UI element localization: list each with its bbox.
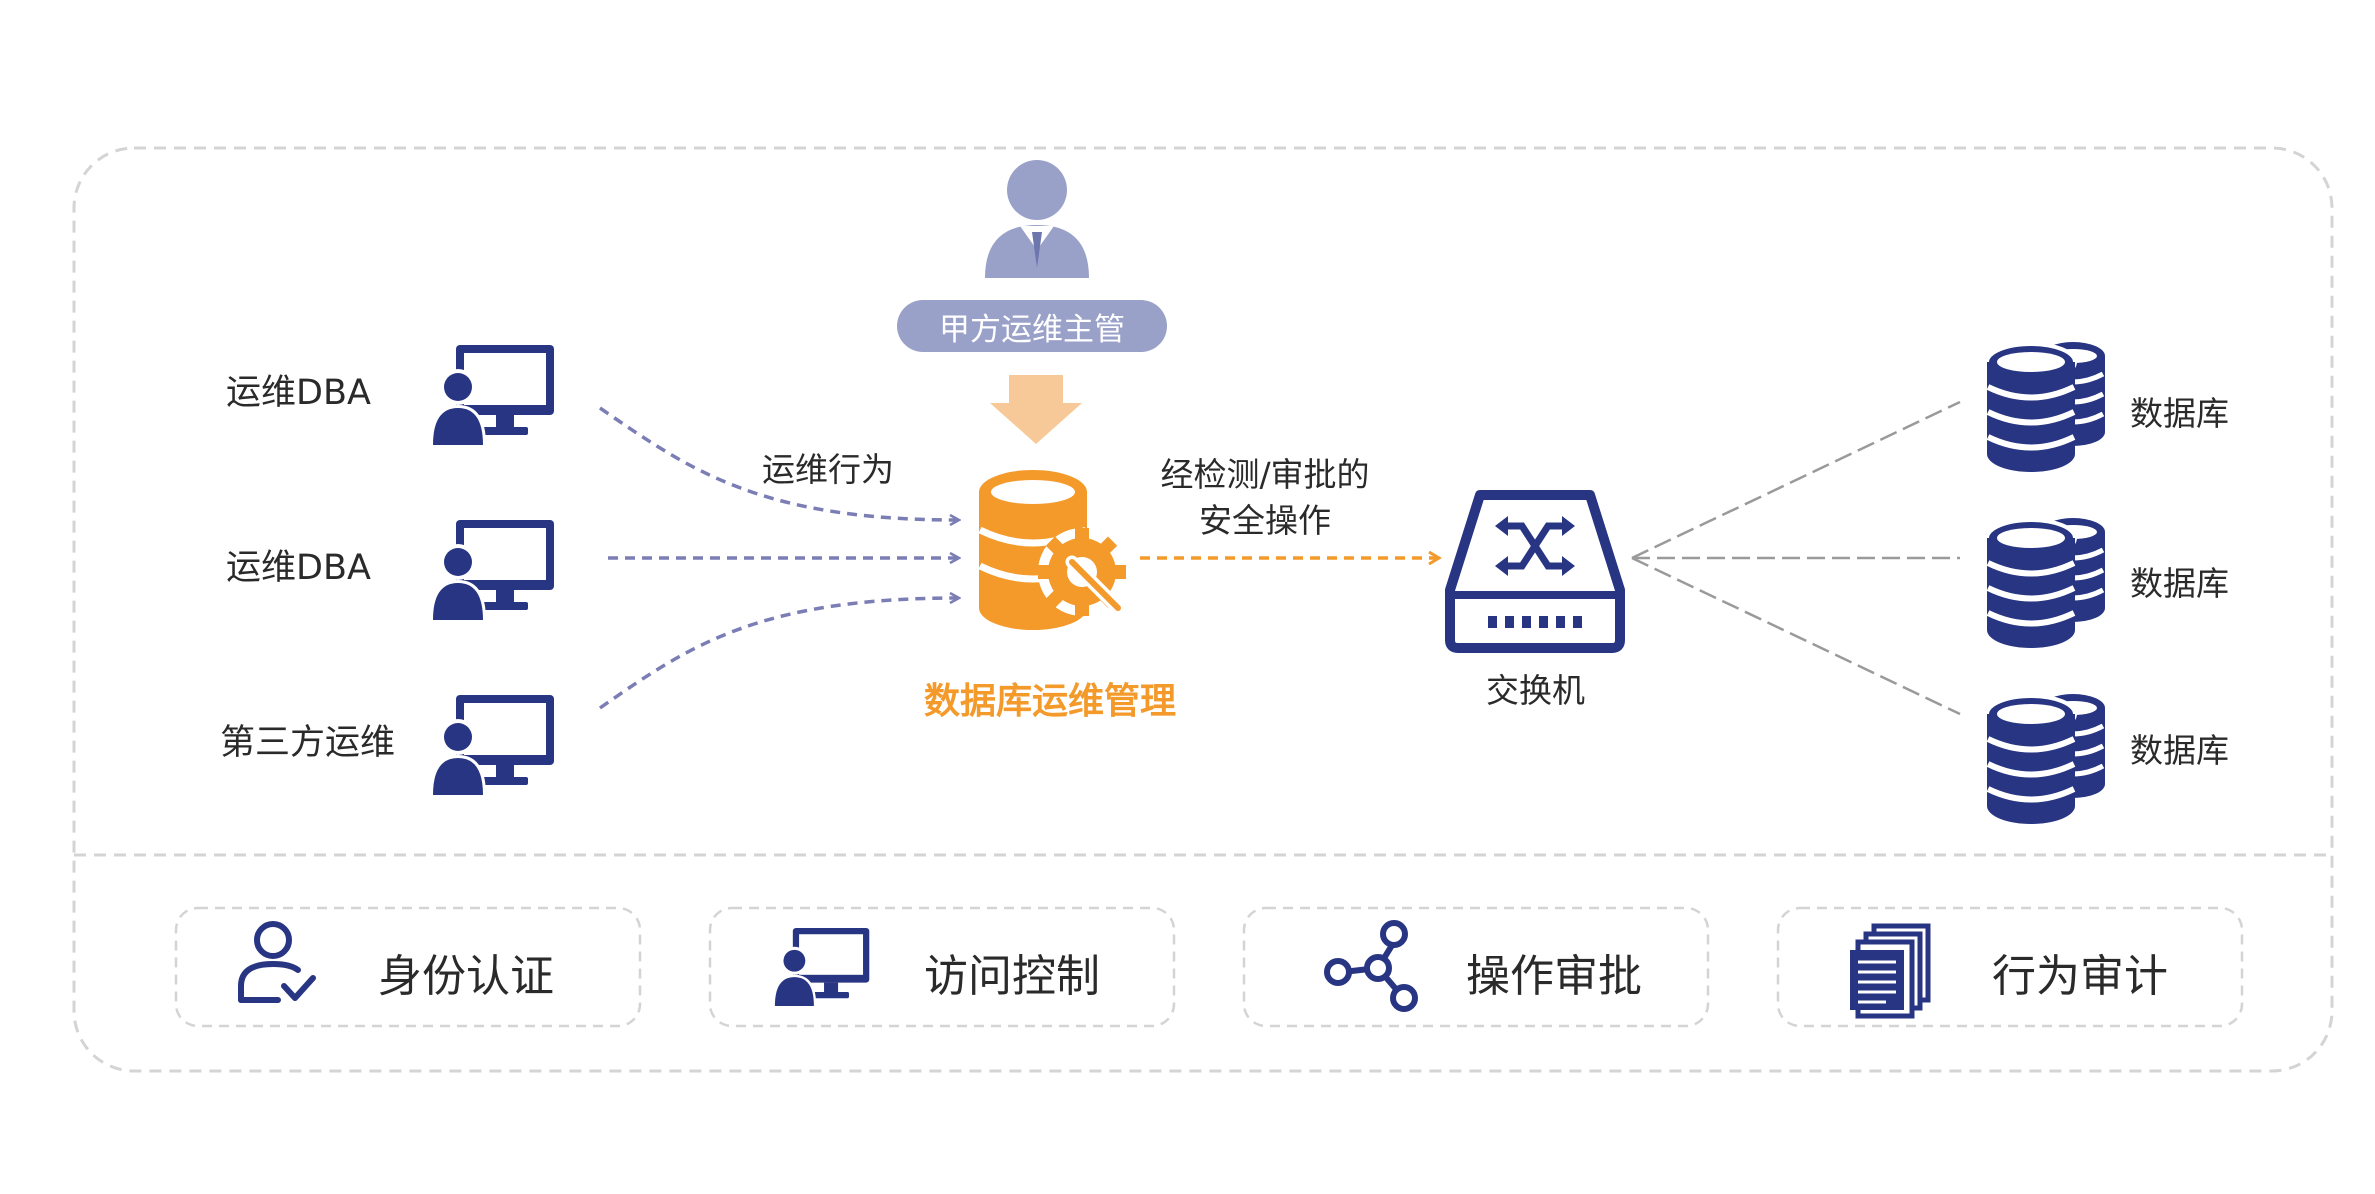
user-check-icon <box>238 921 316 1003</box>
database-label: 数据库 <box>2130 731 2229 770</box>
switch-label: 交换机 <box>1486 671 1585 710</box>
manager-person-icon <box>985 160 1089 278</box>
central-label: 数据库运维管理 <box>924 681 1177 722</box>
feature-card <box>708 906 1176 1028</box>
operator-label: 运维DBA <box>226 548 371 588</box>
feature-label-identity: 身份认证 <box>378 951 554 1002</box>
flow-arrow-bottom <box>598 598 958 710</box>
feature-card <box>1242 906 1710 1028</box>
feature-card <box>174 906 642 1028</box>
flow-label: 运维行为 <box>762 450 894 489</box>
feature-card <box>1776 906 2244 1028</box>
database-stack-icon <box>1987 518 2105 648</box>
outer-frame <box>72 146 2334 1073</box>
operator-label: 第三方运维 <box>220 723 396 763</box>
switch-link-bottom <box>1631 556 1961 716</box>
manager-down-arrow <box>990 375 1082 444</box>
switch-link-top <box>1631 400 1961 560</box>
database-stack-icon <box>1987 342 2105 472</box>
database-gear-icon <box>978 470 1126 630</box>
database-label: 数据库 <box>2130 394 2229 433</box>
operator-computer-icon <box>430 520 554 620</box>
safe-operation-label: 经检测/审批的 安全操作 <box>1160 452 1370 544</box>
database-label: 数据库 <box>2130 564 2229 603</box>
operator-computer-icon <box>430 695 554 795</box>
switch-icon <box>1445 490 1625 653</box>
user-computer-icon <box>772 928 870 1006</box>
safe-operation-line: 安全操作 <box>1199 501 1331 540</box>
safe-operation-line: 经检测/审批的 <box>1160 455 1370 494</box>
documents-icon <box>1850 923 1931 1019</box>
network-nodes-icon <box>1324 920 1418 1012</box>
operator-label: 运维DBA <box>226 373 371 413</box>
feature-label-audit: 行为审计 <box>1992 951 2168 1002</box>
manager-label: 甲方运维主管 <box>897 300 1167 352</box>
feature-label-access: 访问控制 <box>924 951 1100 1002</box>
flow-arrow-top <box>599 406 958 520</box>
database-stack-icon <box>1987 694 2105 824</box>
feature-label-approval: 操作审批 <box>1466 951 1642 1002</box>
operator-computer-icon <box>430 345 554 445</box>
